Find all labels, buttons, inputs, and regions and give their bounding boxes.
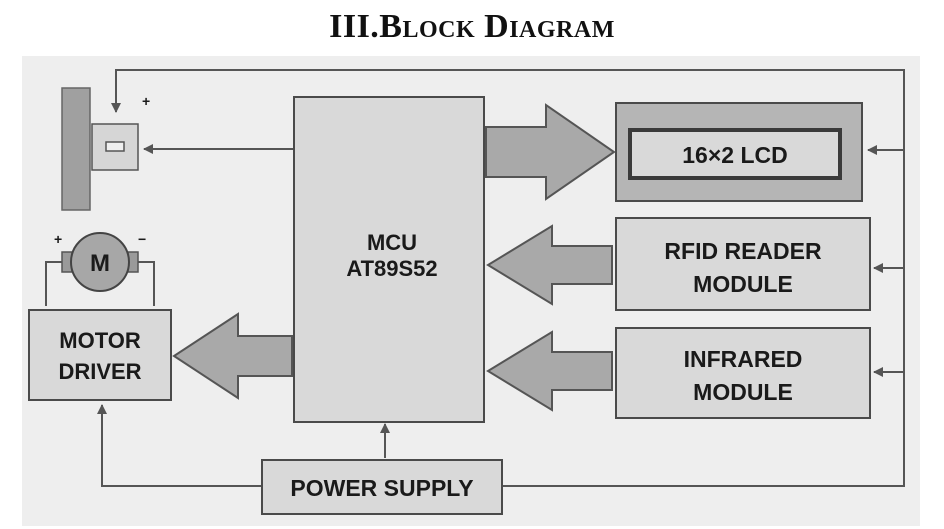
infrared-block: INFRARED MODULE [615, 327, 871, 419]
motor-symbol: M + − [45, 231, 155, 306]
motor-label: M [90, 250, 110, 277]
arrow-mcu-to-lcd [485, 103, 616, 201]
power-supply-label: POWER SUPPLY [290, 475, 473, 501]
power-bus [97, 69, 905, 487]
mcu-label-line1: MCU [367, 230, 417, 255]
rfid-label-line2: MODULE [693, 271, 793, 297]
arrow-infrared-to-mcu [486, 330, 613, 412]
motor-minus-sign: − [138, 231, 146, 247]
potentiometer: + [61, 87, 150, 211]
motor-driver-label-line2: DRIVER [58, 359, 141, 384]
motor-plus-sign: + [54, 231, 62, 247]
rfid-block: RFID READER MODULE [615, 217, 871, 311]
arrow-rfid-to-mcu [486, 224, 613, 306]
infrared-label-line2: MODULE [693, 379, 793, 405]
potentiometer-plus-sign: + [142, 93, 150, 109]
motor-driver-block: MOTOR DRIVER [28, 309, 172, 401]
lcd-label: 16×2 LCD [682, 142, 787, 168]
power-supply-block: POWER SUPPLY [261, 459, 503, 515]
rfid-label-line1: RFID READER [664, 238, 822, 264]
mcu-label-line2: AT89S52 [346, 256, 437, 281]
infrared-label-line1: INFRARED [684, 346, 803, 372]
motor-driver-label-line1: MOTOR [59, 328, 141, 353]
arrow-mcu-to-motor-driver [172, 312, 293, 400]
mcu-block: MCU AT89S52 [293, 96, 485, 423]
data-flow-arrows [172, 103, 616, 412]
page-title: III.Block Diagram [329, 8, 615, 45]
lcd-block: 16×2 LCD [615, 102, 863, 202]
